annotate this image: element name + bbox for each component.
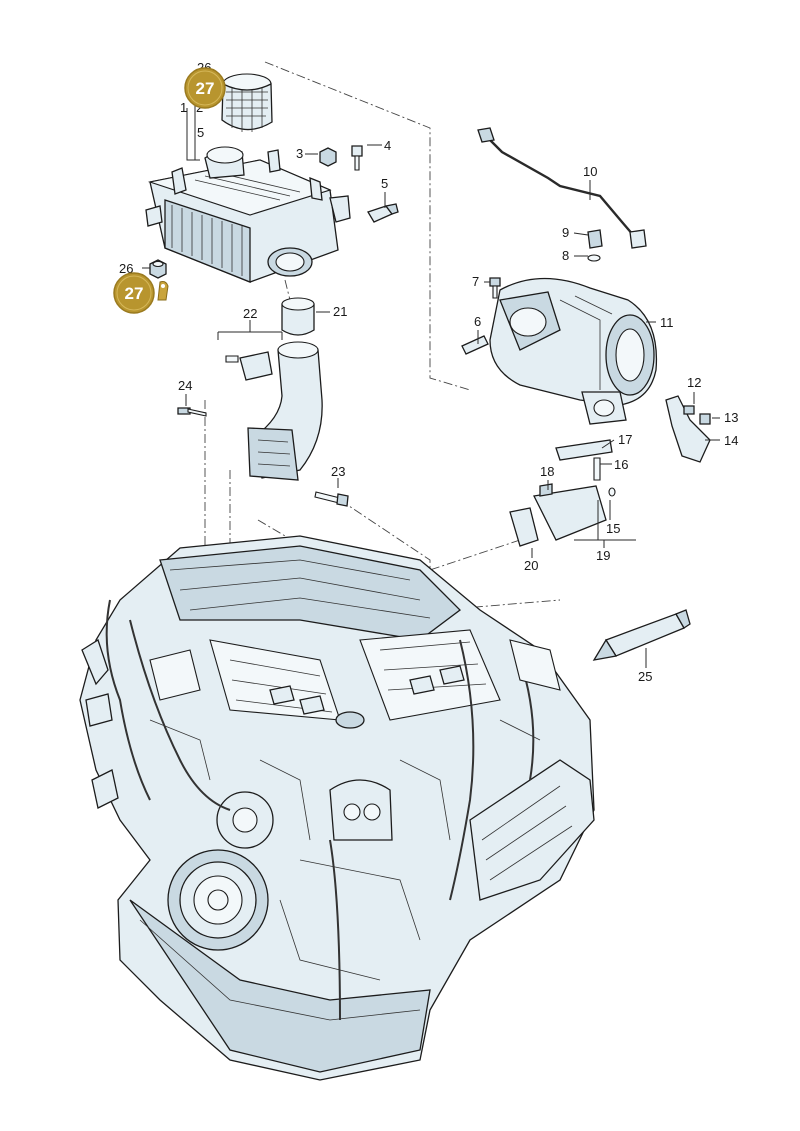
svg-text:27: 27 [125,284,144,303]
callout-9: 9 [562,225,569,240]
callout-16: 16 [614,457,628,472]
callout-26-bottom: 26 [119,261,133,276]
intercooler-assembly [145,73,351,283]
callout-20: 20 [524,558,538,573]
callout-5-left: 5 [197,125,204,140]
badge-27-bottom: 27 [113,272,155,314]
callout-4: 4 [384,138,391,153]
callout-1: 1 [180,100,187,115]
callout-22: 22 [243,306,257,321]
svg-text:27: 27 [196,79,215,98]
charge-pipe-assembly [177,297,349,507]
sealant-tube [592,609,691,661]
badge-27-top: 27 [184,67,226,109]
fasteners-top [319,145,399,223]
callout-3: 3 [296,146,303,161]
engine-block [79,535,595,1081]
callout-5-right: 5 [381,176,388,191]
callout-12: 12 [687,375,701,390]
mesh-sleeve [221,73,273,132]
callout-11: 11 [660,315,674,330]
info-icon [157,281,169,301]
callout-18: 18 [540,464,554,479]
callout-6: 6 [474,314,481,329]
callout-21: 21 [333,304,347,319]
callout-19: 19 [596,548,610,563]
callout-7: 7 [472,274,479,289]
leader-lines [142,88,720,668]
callout-17: 17 [618,432,632,447]
callout-14: 14 [724,433,738,448]
callout-25: 25 [638,669,652,684]
callout-24: 24 [178,378,192,393]
callout-13: 13 [724,410,738,425]
turbocharger-assembly [461,127,711,547]
callout-15: 15 [606,521,620,536]
nut-26 [149,259,167,279]
callout-23: 23 [331,464,345,479]
callout-10: 10 [583,164,597,179]
callout-8: 8 [562,248,569,263]
